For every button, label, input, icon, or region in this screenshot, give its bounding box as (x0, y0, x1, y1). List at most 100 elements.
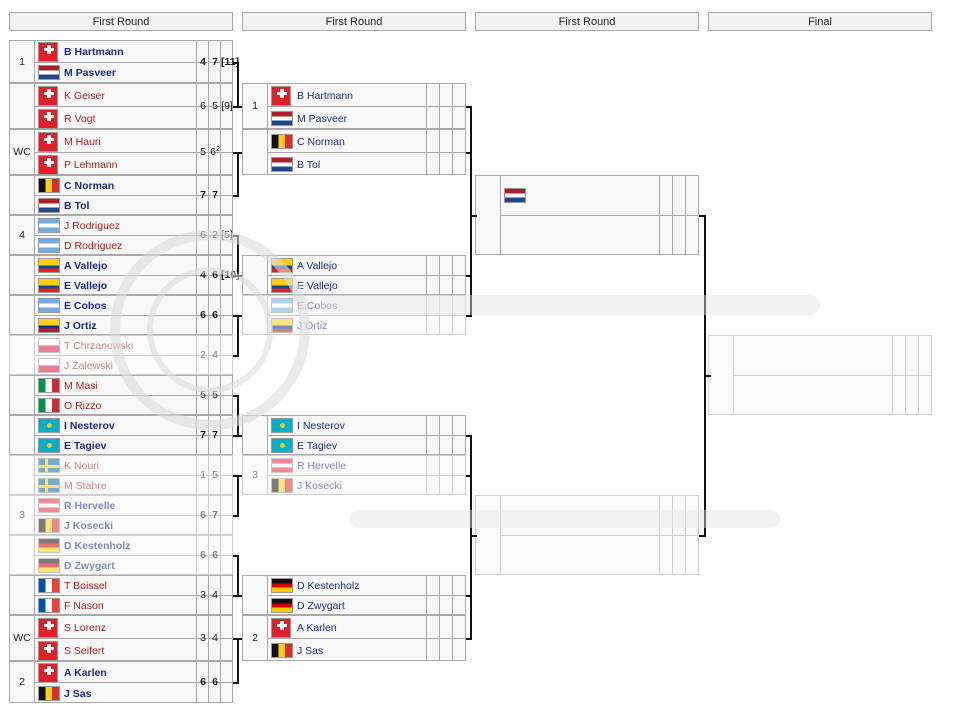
player-name[interactable]: T Boissel (64, 580, 107, 592)
player-name[interactable]: S Seifert (64, 644, 105, 657)
player-name[interactable]: E Cobos (64, 300, 107, 312)
player-name[interactable]: B Hartmann (64, 45, 124, 58)
player-name[interactable]: D Zwygart (64, 560, 115, 572)
score-value: 5 (212, 100, 218, 112)
player-name[interactable]: J Sas (64, 687, 92, 700)
player-row: J Kosecki (34, 516, 194, 536)
player-name[interactable]: B Hartmann (297, 89, 354, 102)
score-value: 1 (200, 469, 206, 481)
set-score (439, 576, 453, 614)
player-name[interactable]: J Kosecki (64, 520, 114, 532)
seed-cell (476, 176, 501, 254)
player-name[interactable]: R Hervelle (297, 460, 347, 472)
bracket-connector (704, 375, 711, 377)
colombia-flag (38, 318, 60, 333)
player-name[interactable]: J Ortiz (64, 320, 97, 332)
player-row: J Sas (34, 684, 194, 704)
player-name[interactable]: C Norman (297, 135, 345, 148)
player-name[interactable]: M Masi (64, 380, 98, 392)
ecuador-flag (271, 278, 293, 293)
seed-cell (10, 536, 35, 574)
seed-cell (10, 576, 35, 614)
player-name[interactable]: J Sas (297, 644, 324, 657)
score-value: 4 (200, 55, 206, 68)
player-name[interactable]: F Nason (64, 600, 104, 612)
player-name[interactable]: J Kosecki (297, 480, 342, 492)
player-name[interactable]: D Zwygart (297, 600, 345, 612)
player-name[interactable]: B Tol (64, 200, 90, 212)
player-row: C Norman (267, 132, 424, 152)
seed-cell: WC (10, 616, 35, 660)
player-name[interactable]: M Pasveer (297, 112, 348, 125)
player-name[interactable]: B Tol (297, 158, 321, 171)
swiss-flag (38, 41, 58, 62)
row-divider (34, 576, 232, 596)
set-score: 5 (208, 456, 221, 494)
player-row: J Ortiz (34, 316, 194, 336)
set-score (452, 576, 466, 614)
score-value: 7 (212, 55, 218, 68)
player-row: E Cobos (34, 296, 194, 316)
player-name[interactable]: I Nesterov (64, 420, 115, 432)
player-name[interactable]: A Karlen (297, 621, 337, 634)
bracket-connector (237, 106, 242, 108)
player-name[interactable]: J Zalewski (64, 360, 114, 372)
player-name[interactable]: A Vallejo (64, 260, 108, 272)
set-score (452, 416, 466, 454)
player-name[interactable]: R Vogt (64, 112, 96, 125)
player-name[interactable]: E Vallejo (64, 280, 108, 292)
player-row: I Nesterov (34, 416, 194, 436)
player-name[interactable]: J Ortiz (297, 320, 328, 332)
player-name[interactable]: A Karlen (64, 666, 107, 679)
score-value: 7 (200, 429, 206, 441)
player-name[interactable]: M Stahre (64, 480, 107, 492)
player-name[interactable]: C Norman (64, 180, 115, 192)
player-row: C Norman (34, 176, 194, 196)
round-header: First Round (475, 12, 699, 31)
player-name[interactable]: K Geiser (64, 89, 105, 102)
player-row: J Kosecki (267, 476, 424, 496)
player-name[interactable]: K Nouri (64, 460, 100, 472)
bracket-connector (233, 555, 238, 557)
player-name[interactable]: M Hauri (64, 135, 101, 148)
player-name[interactable]: P Lehmann (64, 158, 118, 171)
player-name[interactable]: J Rodriguez (64, 220, 121, 232)
bracket-connector (233, 435, 238, 437)
player-name[interactable]: D Kestenholz (64, 540, 131, 552)
player-name[interactable]: S Lorenz (64, 621, 107, 634)
set-score (220, 176, 233, 214)
seed-cell (10, 84, 35, 128)
france-flag (38, 578, 60, 593)
player-row (500, 546, 657, 566)
score-value: [5] (221, 229, 233, 241)
player-name[interactable]: D Rodriguez (64, 240, 123, 252)
player-name[interactable]: D Kestenholz (297, 580, 360, 592)
poland-flag (38, 338, 60, 353)
set-score (659, 496, 673, 574)
set-score: 5 (196, 130, 209, 174)
bracket-connector (466, 315, 471, 317)
argentina-flag (38, 218, 60, 233)
set-score (439, 84, 453, 128)
player-name[interactable]: E Tagiev (297, 440, 338, 452)
player-name[interactable]: E Tagiev (64, 440, 107, 452)
bracket-connector (237, 275, 242, 277)
set-score (918, 336, 932, 414)
player-row: J Zalewski (34, 356, 194, 376)
sweden-flag (38, 458, 60, 473)
player-name[interactable]: O Rizzo (64, 400, 102, 412)
bracket-connector (470, 152, 472, 275)
row-divider (267, 456, 465, 476)
player-name[interactable]: E Vallejo (297, 280, 338, 292)
player-name[interactable]: R Hervelle (64, 500, 116, 512)
player-row: S Seifert (34, 640, 194, 661)
row-divider (267, 256, 465, 276)
player-name[interactable]: M Pasveer (64, 67, 116, 80)
set-score: 7 (208, 496, 221, 534)
score-value: 3 (200, 632, 206, 644)
row-divider (500, 176, 698, 216)
